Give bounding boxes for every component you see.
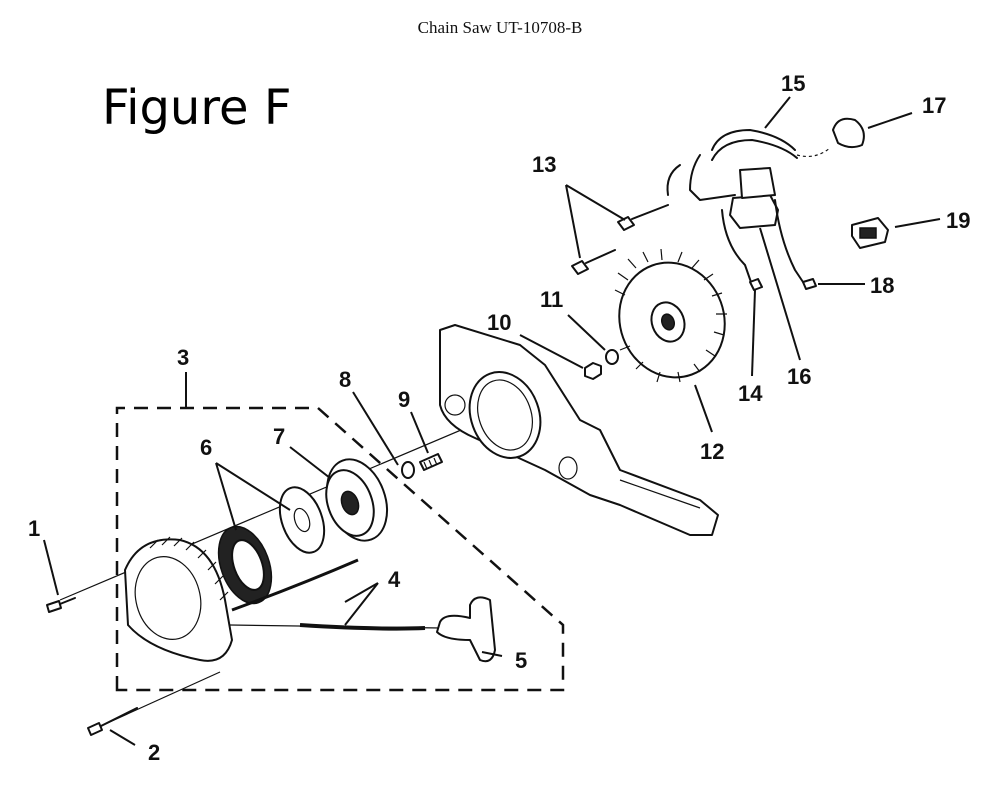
callout-15: 15 bbox=[781, 71, 805, 96]
part-5-starter-handle bbox=[436, 596, 496, 663]
callout-18: 18 bbox=[870, 273, 894, 298]
part-18-switch-wire bbox=[774, 199, 817, 290]
part-13-bolts bbox=[571, 204, 669, 275]
part-2-long-screw bbox=[87, 707, 138, 736]
callout-8: 8 bbox=[339, 367, 351, 392]
part-8-washer bbox=[401, 461, 415, 479]
callout-19: 19 bbox=[946, 208, 970, 233]
part-17-spark-plug-boot bbox=[832, 117, 865, 149]
callout-17: 17 bbox=[922, 93, 946, 118]
callout-2: 2 bbox=[148, 740, 160, 765]
leader-lines bbox=[43, 96, 941, 746]
callout-13: 13 bbox=[532, 152, 556, 177]
part-15-spark-plug-wire bbox=[711, 129, 831, 161]
part-12-flywheel bbox=[614, 248, 727, 383]
callout-14: 14 bbox=[738, 381, 763, 406]
callout-5: 5 bbox=[515, 648, 527, 673]
part-14-ground-wire bbox=[721, 209, 763, 291]
part-19-stop-switch bbox=[851, 217, 889, 249]
figure-title: Figure F bbox=[102, 80, 292, 136]
part-4-starter-rope bbox=[231, 558, 426, 631]
part-16-ignition-module bbox=[666, 154, 779, 229]
part-11-washer bbox=[605, 349, 619, 365]
callout-10: 10 bbox=[487, 310, 511, 335]
callout-4: 4 bbox=[388, 567, 401, 592]
part-1-screw bbox=[46, 597, 76, 613]
callout-7: 7 bbox=[273, 424, 285, 449]
part-9-screw bbox=[419, 453, 443, 471]
callout-3: 3 bbox=[177, 345, 189, 370]
callout-1: 1 bbox=[28, 516, 40, 541]
callout-11: 11 bbox=[540, 287, 563, 312]
part-10-nut bbox=[584, 362, 602, 380]
part-6-recoil-spring bbox=[217, 486, 326, 605]
starter-assembly-boundary bbox=[115, 406, 565, 692]
document-title: Chain Saw UT-10708-B bbox=[417, 18, 583, 37]
starter-housing bbox=[124, 536, 233, 662]
callout-12: 12 bbox=[700, 439, 724, 464]
engine-side-cover bbox=[439, 324, 719, 536]
part-7-pulley bbox=[325, 458, 388, 542]
callout-6: 6 bbox=[200, 435, 212, 460]
callout-16: 16 bbox=[787, 364, 811, 389]
callout-9: 9 bbox=[398, 387, 410, 412]
